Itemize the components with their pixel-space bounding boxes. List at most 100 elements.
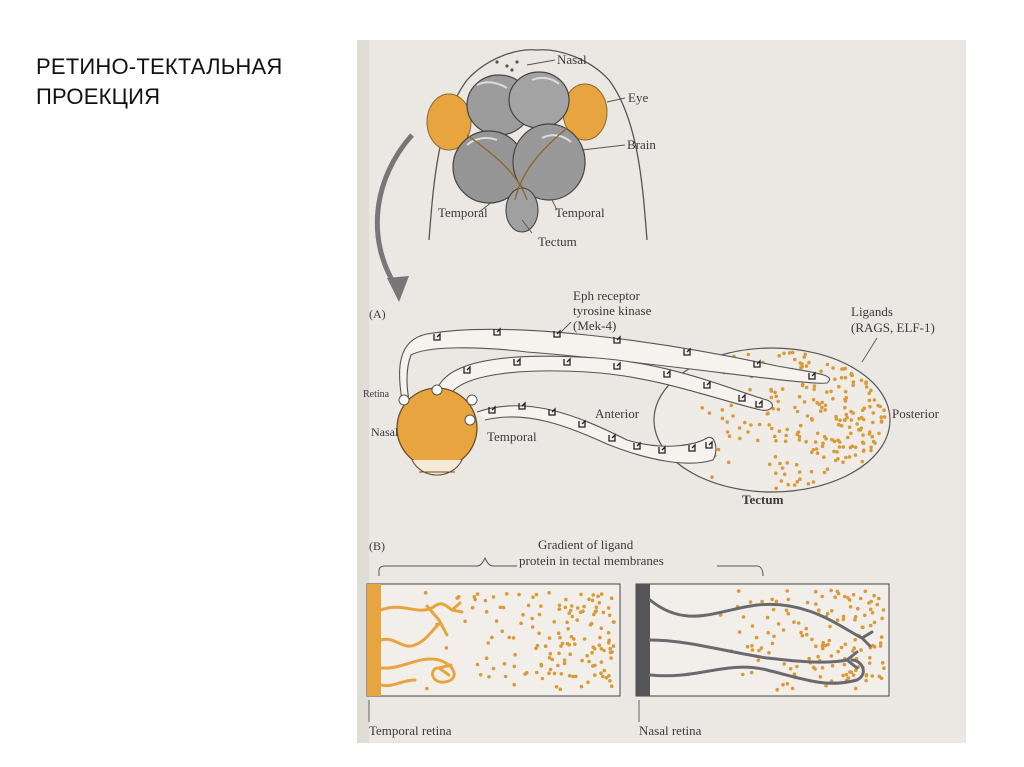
ligand-dot <box>494 619 499 623</box>
ligand-dot <box>547 655 552 660</box>
ligand-dot <box>478 673 483 677</box>
ligand-dot <box>825 611 830 616</box>
receptor-mark <box>755 399 763 408</box>
ligand-dot <box>585 653 589 658</box>
ligand-dot <box>776 407 781 412</box>
ligand-dot <box>820 644 825 648</box>
ligand-dot <box>872 398 877 402</box>
ligand-dot <box>593 610 598 614</box>
ligand-dot <box>834 414 838 419</box>
ligand-dot <box>490 635 494 640</box>
ligand-dot <box>500 629 504 634</box>
curved-arrow-icon <box>374 133 414 302</box>
ligand-dot <box>463 619 467 624</box>
ligand-dot <box>781 628 786 632</box>
ligand-dot <box>793 357 797 362</box>
receptor-mark <box>563 357 571 366</box>
ligand-dot <box>502 662 507 666</box>
ligand-dot <box>846 596 850 600</box>
ligand-dot <box>539 664 544 668</box>
ligand-dot <box>807 360 811 365</box>
slide-title-line-1: РЕТИНО-ТЕКТАЛЬНАЯ <box>36 54 283 79</box>
receptor-mark <box>613 361 621 370</box>
ligand-dot <box>855 422 859 426</box>
ligand-dot <box>822 455 826 460</box>
ligand-dot <box>746 430 750 434</box>
ligand-dot <box>780 387 785 391</box>
receptor-marks <box>433 327 816 454</box>
slide-title-line-2: ПРОЕКЦИЯ <box>36 84 161 109</box>
ligand-dot <box>606 606 611 610</box>
ligand-dot <box>587 659 591 664</box>
ligand-dot <box>592 647 597 651</box>
ligand-dot <box>444 646 449 650</box>
ligand-dot <box>530 616 534 621</box>
ligand-dot <box>590 598 595 603</box>
ligand-dot <box>558 635 562 640</box>
receptor-mark <box>513 357 521 366</box>
ligand-dot <box>769 387 773 392</box>
ligand-dot <box>596 594 600 599</box>
ligand-dot <box>519 621 523 626</box>
ligand-dot <box>557 603 562 608</box>
ligand-dot <box>825 390 829 394</box>
ligand-dot <box>851 649 855 653</box>
ligand-dot <box>842 594 847 599</box>
ligand-dot <box>804 439 808 444</box>
ligand-dot <box>718 613 723 617</box>
ligand-dot <box>608 679 612 683</box>
ligand-dot <box>759 646 764 650</box>
ligand-dot <box>822 434 827 439</box>
ligand-dot <box>839 375 844 380</box>
ligand-dot <box>775 687 779 692</box>
ligand-dot <box>843 405 847 410</box>
ligand-dot <box>813 440 818 444</box>
receptor-mark <box>463 365 471 374</box>
ligand-dot <box>729 403 733 408</box>
ligand-dot <box>825 467 830 472</box>
ligand-dot <box>486 641 491 645</box>
ligand-dot <box>579 592 583 597</box>
label-retina-temporal: Temporal <box>487 429 537 444</box>
ligand-dot <box>869 448 873 453</box>
ligand-dot <box>867 391 871 396</box>
ligand-dot <box>848 445 853 450</box>
ligand-dot <box>491 666 496 671</box>
ligand-dot <box>849 670 854 674</box>
ligand-dot <box>787 351 792 355</box>
ligand-dot <box>841 445 846 449</box>
ligand-dot <box>556 631 561 635</box>
ligand-dot <box>867 661 872 665</box>
ligand-dot <box>841 673 845 678</box>
ligand-dot <box>582 604 586 609</box>
ligand-dot <box>864 385 869 389</box>
ligand-dot <box>869 445 873 450</box>
ligand-dot <box>737 630 742 634</box>
ligand-dot <box>597 601 602 605</box>
ligand-dot <box>599 660 604 664</box>
ligand-dot <box>487 675 491 679</box>
ligand-dot <box>727 434 732 439</box>
ligand-dot <box>726 460 731 465</box>
ligand-dot <box>839 645 844 650</box>
ligand-dot <box>860 440 865 445</box>
ligand-dot <box>792 483 797 487</box>
ligand-dot <box>821 441 825 446</box>
ligand-dot <box>786 611 791 616</box>
ligand-dot <box>859 648 863 652</box>
ligand-dot <box>859 426 864 431</box>
ligand-dot <box>868 623 873 628</box>
ligand-dot <box>871 420 875 425</box>
receptor-mark <box>433 332 441 341</box>
ligand-dot <box>750 624 755 628</box>
ligand-dot <box>534 646 538 651</box>
ligand-dot <box>828 624 832 629</box>
ligand-dot <box>754 635 759 640</box>
ligand-dot <box>539 604 543 608</box>
receptor-mark <box>683 347 691 356</box>
ligand-dot <box>799 630 803 635</box>
receptor-mark <box>688 443 696 452</box>
ligand-dot <box>853 618 857 622</box>
retinotectal-figure: Nasal Eye Brain Temporal Temporal Tectum… <box>357 40 966 743</box>
ligand-dot <box>547 636 552 640</box>
